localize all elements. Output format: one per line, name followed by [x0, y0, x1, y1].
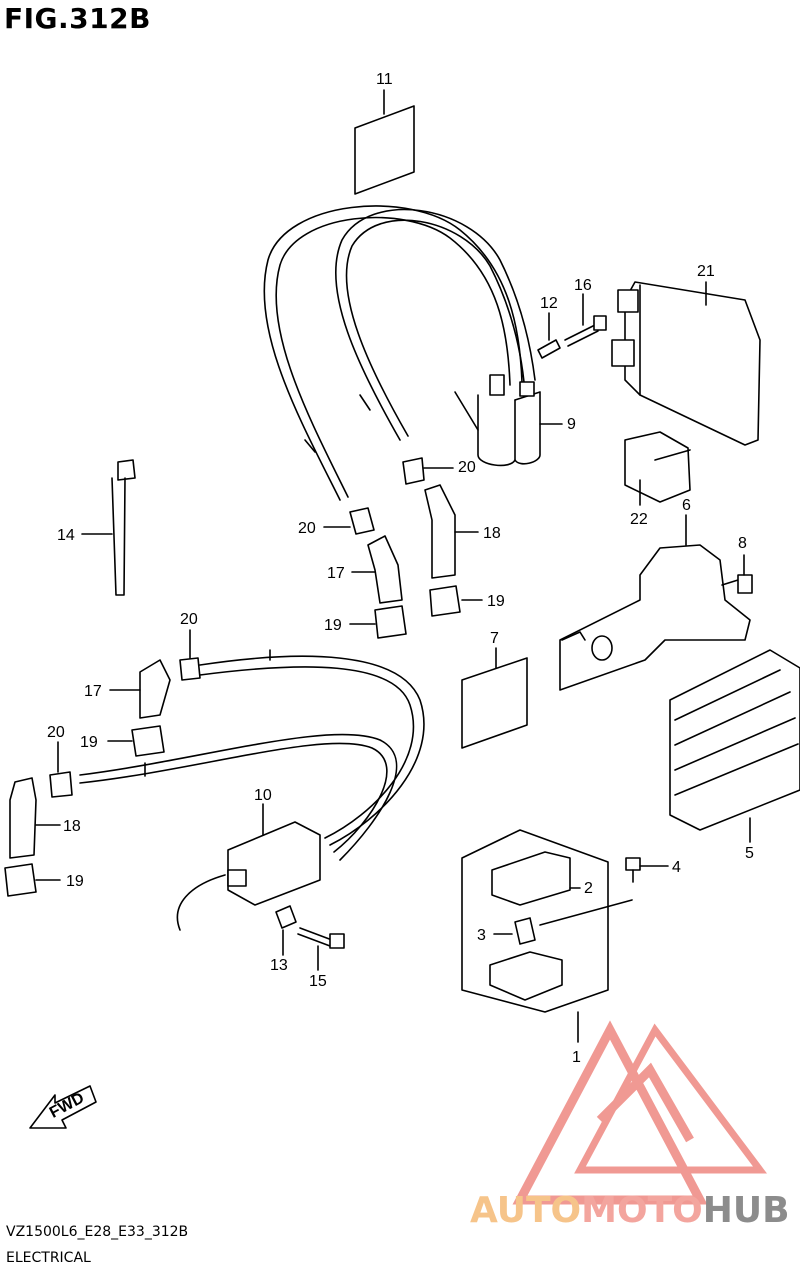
ignition-coil-part-10 — [176, 803, 321, 931]
callout-20-lower: 20 — [47, 724, 65, 741]
starter-relay-assembly-part-1 — [461, 829, 633, 1043]
regulator-part-5 — [669, 649, 800, 843]
cap-part-20-upper-right — [402, 457, 454, 485]
callout-20-upper: 20 — [458, 459, 476, 476]
label-sheet-part-7 — [461, 647, 528, 749]
plug-cap-part-17-lower — [109, 659, 171, 719]
callout-9: 9 — [567, 416, 576, 433]
seal-part-19-upper-left — [349, 605, 407, 639]
spacer-part-13 — [275, 905, 297, 956]
plug-cap-part-18-upper — [424, 484, 479, 579]
seal-part-19-lower — [4, 863, 61, 897]
watermark-hub: HUB — [702, 1190, 790, 1231]
callout-20-left: 20 — [298, 520, 316, 537]
watermark-text: AUTOMOTOHUB — [470, 1190, 790, 1231]
model-code: VZ1500L6_E28_E33_312B — [6, 1224, 189, 1240]
callout-19-upper-right: 19 — [487, 593, 505, 610]
seal-part-19-mid — [107, 725, 165, 757]
relay-part-22 — [624, 431, 691, 506]
plug-cap-part-18-lower — [9, 777, 61, 859]
screw-part-4 — [625, 857, 669, 883]
label-sheet-part-11 — [354, 89, 415, 195]
callout-2: 2 — [584, 880, 593, 897]
callout-16: 16 — [574, 277, 592, 294]
figure-title: FIG.312B — [4, 2, 151, 35]
callout-10: 10 — [254, 787, 272, 804]
section-name: ELECTRICAL — [6, 1250, 91, 1266]
callout-13: 13 — [270, 957, 288, 974]
callout-18-upper: 18 — [483, 525, 501, 542]
callout-3: 3 — [477, 927, 486, 944]
plug-cap-part-17-upper — [351, 535, 403, 604]
callout-17-lower: 17 — [84, 683, 102, 700]
fwd-arrow — [29, 1085, 97, 1129]
ignition-coil-part-9 — [454, 374, 563, 467]
watermark-moto: MOTO — [581, 1190, 703, 1231]
cap-part-20-mid — [179, 629, 201, 681]
lower-ignition-leads — [79, 649, 425, 861]
callout-12: 12 — [540, 295, 558, 312]
bracket-part-6 — [559, 514, 751, 691]
callout-8: 8 — [738, 535, 747, 552]
seal-part-19-upper-right — [429, 585, 483, 617]
upper-ignition-leads — [263, 205, 536, 501]
callout-19-upper-left: 19 — [324, 617, 342, 634]
callout-22: 22 — [630, 511, 648, 528]
callout-5: 5 — [745, 845, 754, 862]
callout-21: 21 — [697, 263, 715, 280]
callout-15: 15 — [309, 973, 327, 990]
cap-part-20-lower — [49, 741, 73, 798]
callout-19-lower: 19 — [66, 873, 84, 890]
bolt-part-8 — [721, 554, 753, 594]
bolt-part-16 — [564, 293, 607, 347]
callout-numbers: 11 21 16 12 9 20 22 6 8 14 20 18 17 19 1… — [47, 71, 754, 1122]
callout-1: 1 — [572, 1049, 581, 1066]
callout-20-mid: 20 — [180, 611, 198, 628]
callout-14: 14 — [57, 527, 75, 544]
callout-7: 7 — [490, 630, 499, 647]
callout-11: 11 — [376, 71, 393, 88]
callout-18-lower: 18 — [63, 818, 81, 835]
cable-tie-part-14 — [81, 459, 136, 596]
cap-part-20-upper-left — [323, 507, 375, 535]
bolt-part-15 — [297, 927, 345, 971]
callout-19-mid: 19 — [80, 734, 98, 751]
watermark-auto: AUTO — [470, 1190, 582, 1231]
watermark-logo — [512, 1020, 767, 1205]
callout-17-upper: 17 — [327, 565, 345, 582]
spacer-part-12 — [537, 312, 561, 359]
callout-4: 4 — [672, 859, 681, 876]
callout-6: 6 — [682, 497, 691, 514]
ecm-part-21 — [611, 281, 761, 446]
